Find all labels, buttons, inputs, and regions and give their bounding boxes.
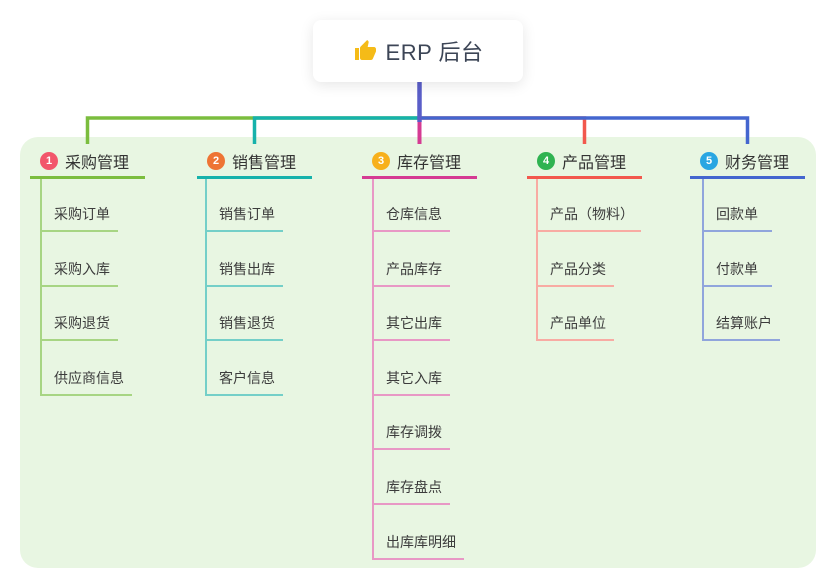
child-node-1-1[interactable]: 采购订单 <box>40 198 118 232</box>
child-label-4-3: 产品单位 <box>550 315 606 332</box>
child-node-1-2[interactable]: 采购入库 <box>40 253 118 287</box>
child-node-3-3[interactable]: 其它出库 <box>372 307 450 342</box>
branch-3-spine-line <box>372 179 374 560</box>
branch-3-label: 库存管理 <box>397 155 462 172</box>
child-label-5-3: 结算账户 <box>716 315 772 332</box>
root-label: ERP 后台 <box>385 40 484 65</box>
child-label-1-1: 采购订单 <box>54 206 110 222</box>
branch-node-5[interactable]: 5 财务管理 <box>690 146 805 179</box>
branch-node-3[interactable]: 3 库存管理 <box>362 146 477 179</box>
child-label-3-7: 出库库明细 <box>386 533 456 550</box>
child-label-3-3: 其它出库 <box>386 315 442 332</box>
child-node-3-1[interactable]: 仓库信息 <box>372 198 450 232</box>
child-label-1-3: 采购退货 <box>54 315 110 332</box>
child-node-3-4[interactable]: 其它入库 <box>372 362 450 396</box>
child-node-4-1[interactable]: 产品（物料） <box>536 198 641 232</box>
child-node-4-3[interactable]: 产品单位 <box>536 307 614 342</box>
child-node-3-2[interactable]: 产品库存 <box>372 253 450 287</box>
child-label-3-5: 库存调拨 <box>386 424 442 441</box>
child-label-3-4: 其它入库 <box>386 369 442 386</box>
thumbs-up-icon <box>353 39 377 63</box>
child-label-3-2: 产品库存 <box>386 260 442 277</box>
background-panel <box>20 137 816 568</box>
branch-5-label: 财务管理 <box>725 155 790 172</box>
branch-2-number-badge: 2 <box>207 152 225 170</box>
child-label-2-3: 销售退货 <box>219 315 275 332</box>
child-label-3-1: 仓库信息 <box>386 206 442 222</box>
child-label-3-6: 库存盘点 <box>386 479 442 495</box>
child-node-2-1[interactable]: 销售订单 <box>205 198 283 232</box>
branch-3-number-badge: 3 <box>372 152 390 170</box>
branch-4-spine-line <box>536 179 538 342</box>
child-node-3-6[interactable]: 库存盘点 <box>372 471 450 505</box>
child-node-3-7[interactable]: 出库库明细 <box>372 526 464 560</box>
branch-2-label: 销售管理 <box>232 155 297 172</box>
child-label-5-1: 回款单 <box>716 206 758 222</box>
child-node-3-5[interactable]: 库存调拨 <box>372 416 450 451</box>
child-node-2-3[interactable]: 销售退货 <box>205 307 283 342</box>
child-label-1-2: 采购入库 <box>54 260 110 277</box>
branch-4-number-badge: 4 <box>537 152 555 170</box>
child-node-2-2[interactable]: 销售出库 <box>205 253 283 287</box>
child-node-5-2[interactable]: 付款单 <box>702 253 772 287</box>
branch-node-2[interactable]: 2 销售管理 <box>197 146 312 179</box>
child-label-5-2: 付款单 <box>716 260 758 277</box>
child-label-4-1: 产品（物料） <box>550 206 634 222</box>
child-label-1-4: 供应商信息 <box>54 369 124 386</box>
branch-5-number-badge: 5 <box>700 152 718 170</box>
branch-5-spine-line <box>702 179 704 342</box>
child-node-1-3[interactable]: 采购退货 <box>40 307 118 342</box>
child-node-2-4[interactable]: 客户信息 <box>205 362 283 396</box>
branch-node-1[interactable]: 1 采购管理 <box>30 146 145 179</box>
child-node-1-4[interactable]: 供应商信息 <box>40 362 132 396</box>
branch-4-label: 产品管理 <box>562 155 627 172</box>
child-node-5-1[interactable]: 回款单 <box>702 198 772 232</box>
child-label-4-2: 产品分类 <box>550 260 606 277</box>
child-label-2-1: 销售订单 <box>219 206 275 222</box>
root-node[interactable]: ERP 后台 <box>313 20 523 82</box>
child-label-2-4: 客户信息 <box>219 369 275 386</box>
branch-2-spine-line <box>205 179 207 396</box>
branch-1-spine-line <box>40 179 42 396</box>
child-node-5-3[interactable]: 结算账户 <box>702 307 780 342</box>
child-label-2-2: 销售出库 <box>219 260 275 277</box>
child-node-4-2[interactable]: 产品分类 <box>536 253 614 287</box>
branch-node-4[interactable]: 4 产品管理 <box>527 146 642 179</box>
branch-1-number-badge: 1 <box>40 152 58 170</box>
branch-1-label: 采购管理 <box>65 155 130 172</box>
